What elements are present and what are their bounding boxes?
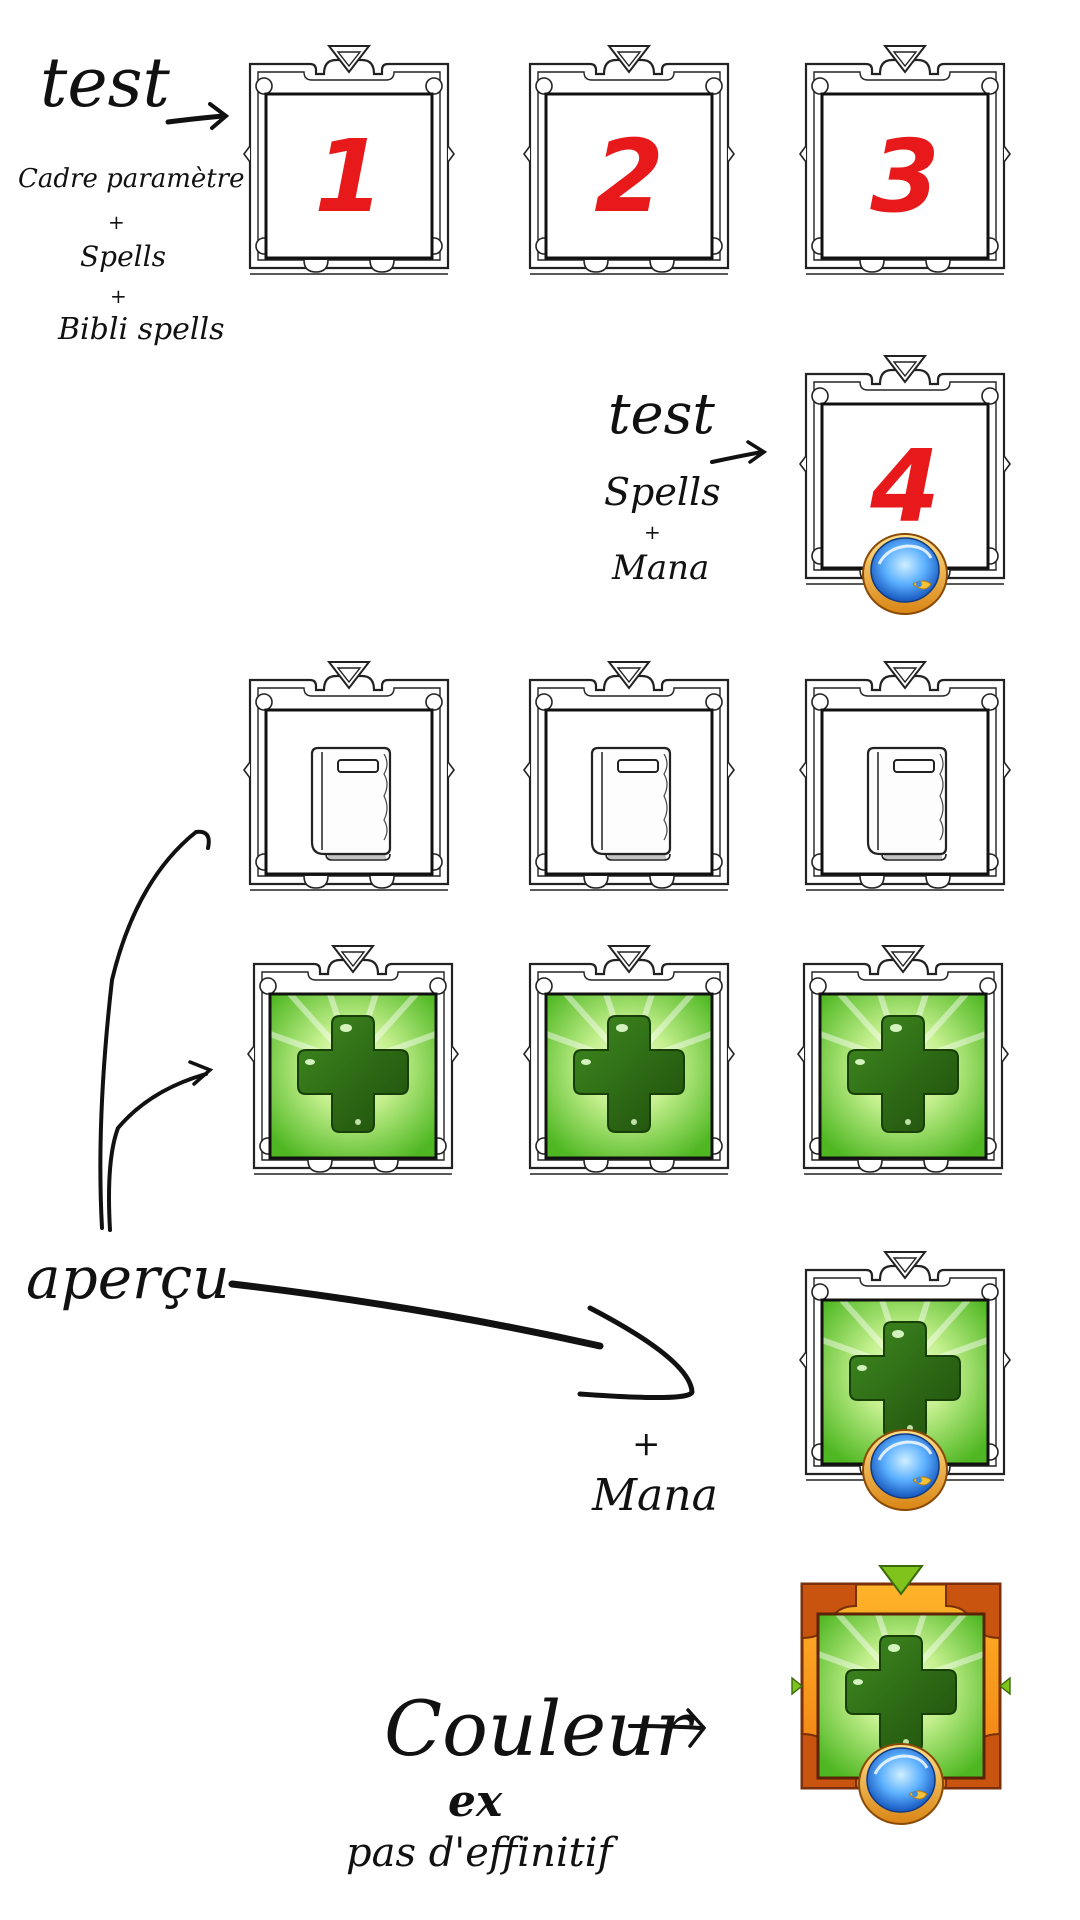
apercu-label: aperçu <box>26 1244 230 1312</box>
mana-orb-icon <box>861 1428 949 1512</box>
book-icon <box>590 746 672 862</box>
spell-frame-2[interactable]: 2 <box>522 44 736 286</box>
spell-frame-1[interactable]: 1 <box>242 44 456 286</box>
spell-library-frame-2[interactable] <box>522 660 736 902</box>
spell-library-frame-1[interactable] <box>242 660 456 902</box>
spell-library-frame-3[interactable] <box>798 660 1012 902</box>
spell-frame-4[interactable]: 4 <box>798 354 1012 616</box>
frame-number-4: 4 <box>870 427 940 545</box>
couleur-label: Couleur <box>384 1684 692 1773</box>
frame-number-1: 1 <box>314 117 384 235</box>
plus-sign-4: + <box>632 1424 661 1464</box>
spells-label-1: Spells <box>80 240 166 273</box>
test-label-2: test <box>608 382 715 447</box>
book-icon <box>866 746 948 862</box>
spell-frame-3[interactable]: 3 <box>798 44 1012 286</box>
colored-heal-frame[interactable] <box>790 1564 1012 1826</box>
ex-label: ex <box>448 1776 503 1827</box>
frame-number-3: 3 <box>870 117 940 235</box>
spells-label-2: Spells <box>604 470 721 514</box>
plus-sign-2: + <box>110 284 127 308</box>
heal-cross-icon <box>546 994 712 1158</box>
cadre-parametre-label: Cadre paramètre <box>18 164 245 194</box>
heal-preview-frame-2[interactable] <box>522 944 736 1186</box>
test-label-1: test <box>40 44 170 123</box>
heal-preview-mana-frame[interactable] <box>798 1250 1012 1512</box>
plus-sign-3: + <box>644 520 661 544</box>
bibli-spells-label: Bibli spells <box>58 312 225 347</box>
heal-cross-icon <box>270 994 436 1158</box>
mana-label-2: Mana <box>592 1470 718 1521</box>
plus-sign-1: + <box>108 210 125 234</box>
mana-orb-icon <box>857 1742 945 1826</box>
book-icon <box>310 746 392 862</box>
frame-number-2: 2 <box>594 117 664 235</box>
pas-definitif-label: pas d'effinitif <box>346 1830 613 1876</box>
heal-cross-icon <box>820 994 986 1158</box>
mana-orb-icon <box>861 532 949 616</box>
heal-preview-frame-1[interactable] <box>246 944 460 1186</box>
mana-label-1: Mana <box>612 548 710 588</box>
heal-preview-frame-3[interactable] <box>796 944 1010 1186</box>
